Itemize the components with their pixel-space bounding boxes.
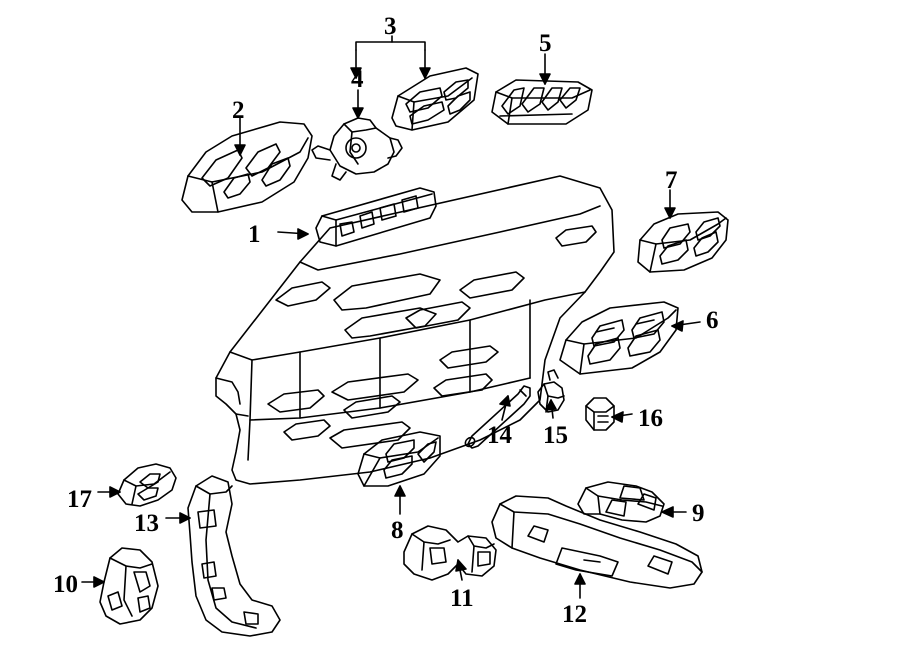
part-12-floor-duct [491,495,703,589]
callout-6: 6 [706,307,719,334]
part-9-right-duct [577,481,665,523]
part-2-left-vent [181,121,313,213]
callout-5: 5 [539,30,552,57]
part-16-cap [585,397,615,431]
part-5-defroster-grille [491,79,593,125]
leader-lines [81,35,701,599]
callout-11: 11 [450,585,474,612]
callout-4: 4 [351,66,364,93]
callout-17: 17 [67,486,92,513]
part-4-actuator-motor [311,117,403,181]
callout-13: 13 [134,510,159,537]
part-10-left-floor-duct [99,547,159,625]
callout-12: 12 [562,601,587,628]
callout-7: 7 [665,167,678,194]
part-13-left-bracket [187,475,281,637]
callout-9: 9 [692,500,705,527]
callout-1: 1 [248,221,261,248]
instrument-panel-body [215,175,615,485]
callout-14: 14 [487,422,512,449]
callout-2: 2 [232,97,245,124]
callout-16: 16 [638,405,663,432]
part-14-linkage-rod [464,385,531,449]
callout-3: 3 [384,13,397,40]
callout-15: 15 [543,422,568,449]
callout-8: 8 [391,517,404,544]
part-11-y-duct [403,525,497,581]
part-1-vent-grille [315,187,437,247]
part-17-small-bracket [117,463,177,507]
part-7-right-vent [637,211,729,273]
callout-10: 10 [53,571,78,598]
part-3-center-vent [391,67,479,131]
part-6-center-dual-vent [559,301,679,375]
part-8-lower-vent [357,431,441,487]
